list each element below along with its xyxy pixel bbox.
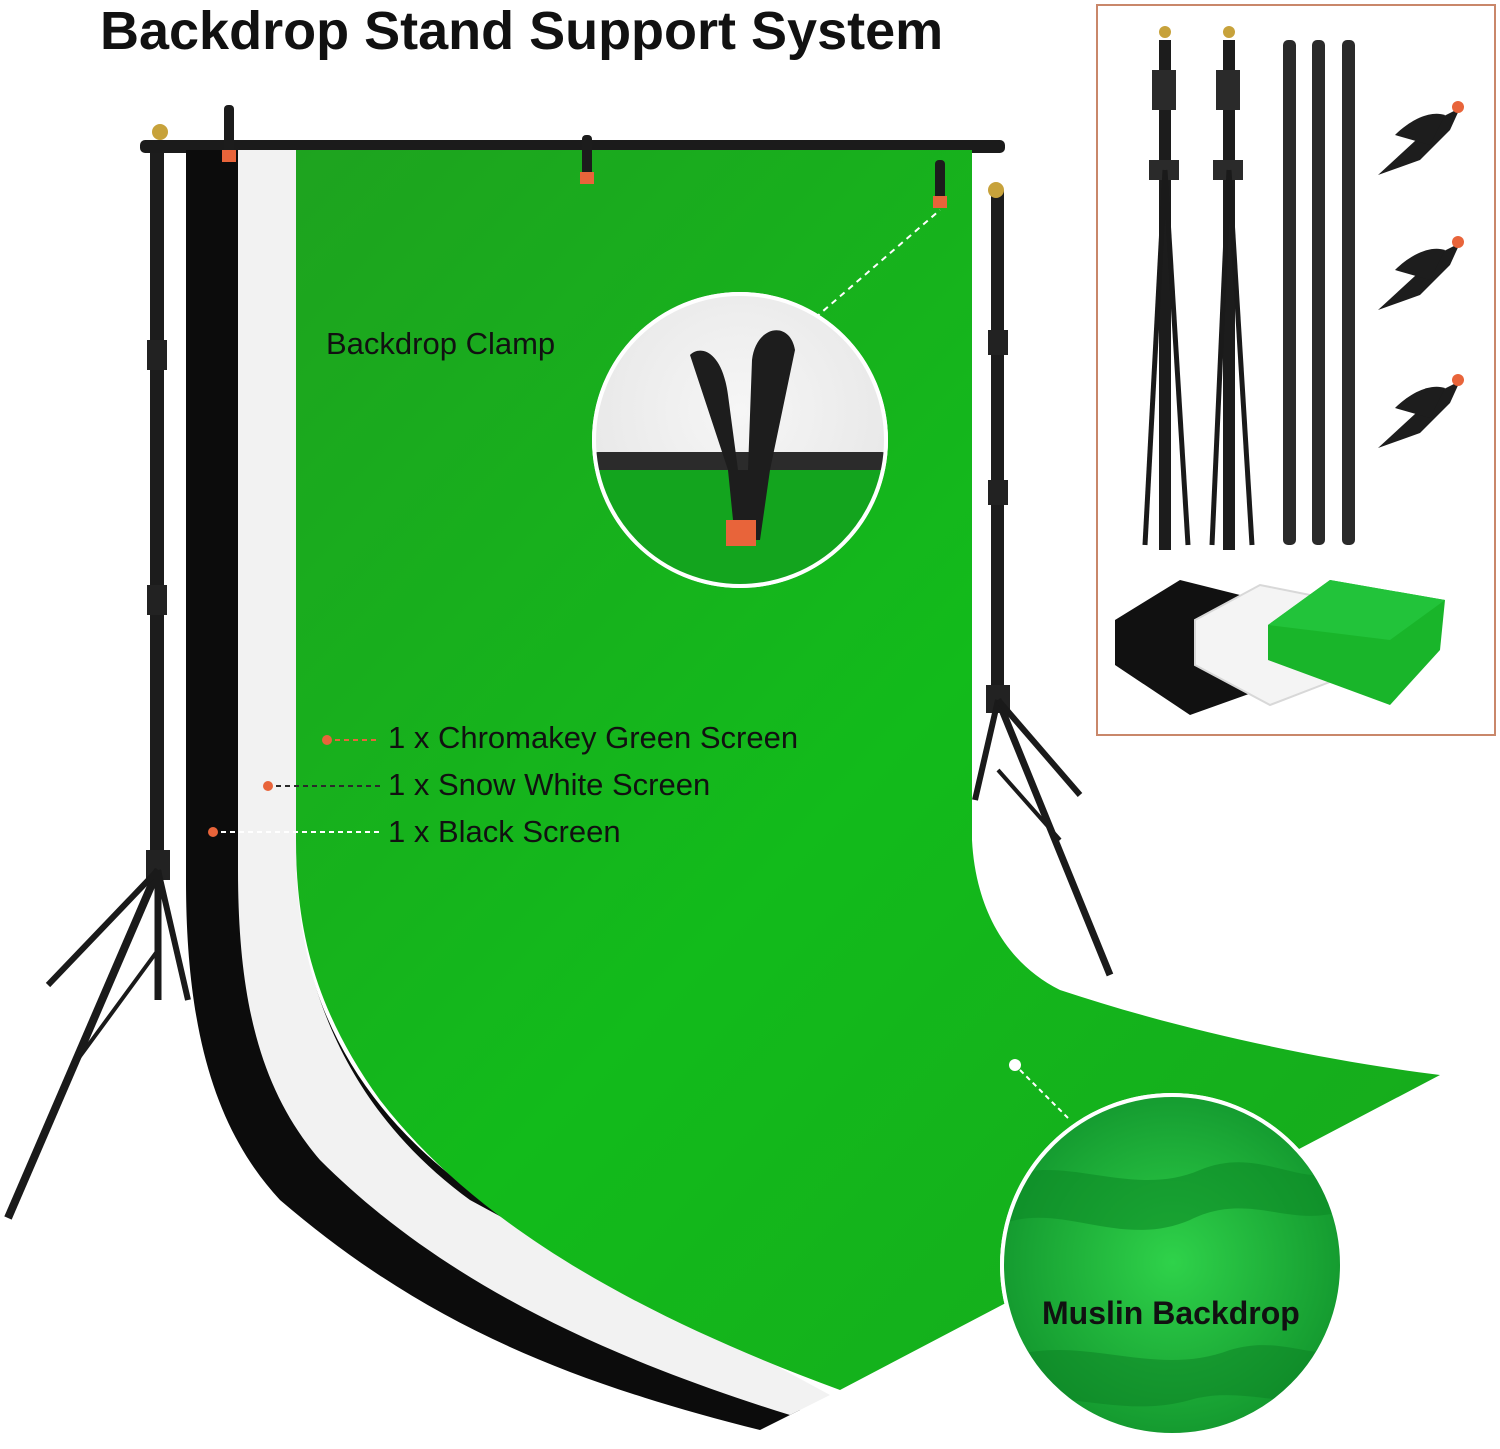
green-screen-icon (296, 150, 1440, 1390)
tripod-stand-icon (1142, 26, 1255, 550)
callout-lines (208, 735, 380, 837)
page-title: Backdrop Stand Support System (100, 1, 944, 61)
green-screen-label: 1 x Chromakey Green Screen (388, 720, 799, 755)
crossbar-icon (140, 140, 1005, 153)
white-screen-label: 1 x Snow White Screen (388, 767, 711, 802)
kit-contents-inset (1096, 4, 1496, 736)
spring-clamp-icon (222, 105, 947, 208)
black-screen-label: 1 x Black Screen (388, 814, 621, 849)
muslin-backdrop-label: Muslin Backdrop (1042, 1295, 1300, 1331)
right-stand-icon (972, 182, 1114, 977)
left-stand-icon (4, 124, 191, 1220)
crossbar-pole-icon (1283, 40, 1355, 545)
folded-fabric-icon (1115, 580, 1445, 715)
clamp-zoom-inset (592, 209, 941, 588)
muslin-zoom-inset (1000, 1059, 1344, 1437)
backdrop-clamp-label: Backdrop Clamp (326, 326, 556, 361)
spring-clamp-icon (1378, 101, 1464, 448)
